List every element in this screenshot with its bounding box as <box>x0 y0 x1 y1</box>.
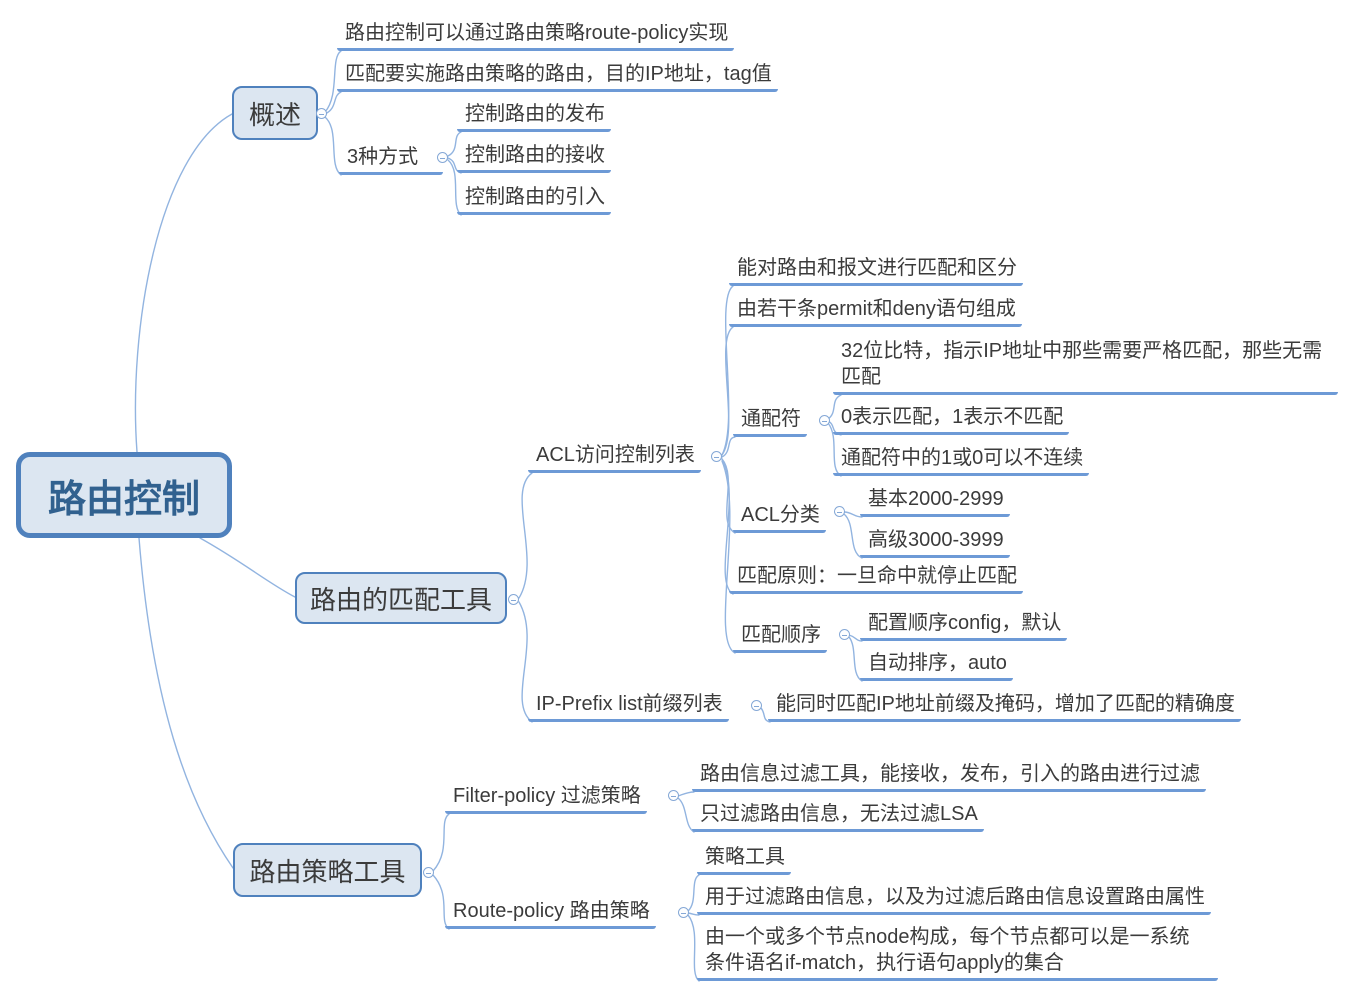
root-node-route-control[interactable]: 路由控制 <box>16 452 232 538</box>
collapse-icon[interactable] <box>819 415 830 426</box>
topic-way-import[interactable]: 控制路由的引入 <box>457 184 611 215</box>
topic-overview-point1[interactable]: 路由控制可以通过路由策略route-policy实现 <box>337 20 735 51</box>
collapse-icon[interactable] <box>839 629 850 640</box>
topic-acl-point2[interactable]: 由若干条permit和deny语句组成 <box>729 296 1022 327</box>
topic-ip-prefix-point1[interactable]: 能同时匹配IP地址前缀及掩码，增加了匹配的精确度 <box>768 691 1241 722</box>
topic-acl-title[interactable]: ACL访问控制列表 <box>528 442 701 473</box>
topic-way-publish[interactable]: 控制路由的发布 <box>457 101 611 132</box>
collapse-icon[interactable] <box>834 506 845 517</box>
topic-filter-policy-title[interactable]: Filter-policy 过滤策略 <box>445 783 647 814</box>
topic-overview-point2[interactable]: 匹配要实施路由策略的路由，目的IP地址，tag值 <box>337 61 778 92</box>
collapse-icon[interactable] <box>711 451 722 462</box>
topic-acl-point1[interactable]: 能对路由和报文进行匹配和区分 <box>729 255 1023 286</box>
branch-node-matching-tools[interactable]: 路由的匹配工具 <box>295 572 507 624</box>
topic-wildcard-point2[interactable]: 0表示匹配，1表示不匹配 <box>833 404 1070 435</box>
topic-wildcard-title[interactable]: 通配符 <box>733 406 807 437</box>
topic-wildcard-point1[interactable]: 32位比特，指示IP地址中那些需要严格匹配，那些无需 匹配 <box>833 338 1338 395</box>
topic-way-receive[interactable]: 控制路由的接收 <box>457 142 611 173</box>
collapse-icon[interactable] <box>668 790 679 801</box>
topic-ip-prefix-title[interactable]: IP-Prefix list前缀列表 <box>528 691 729 722</box>
topic-filter-policy-point1[interactable]: 路由信息过滤工具，能接收，发布，引入的路由进行过滤 <box>692 761 1206 792</box>
collapse-icon[interactable] <box>437 152 448 163</box>
branch-node-overview[interactable]: 概述 <box>232 86 318 140</box>
branch-node-policy-tools[interactable]: 路由策略工具 <box>233 843 422 897</box>
topic-route-policy-point3[interactable]: 由一个或多个节点node构成，每个节点都可以是一系统 条件语名if-match，… <box>697 924 1218 981</box>
topic-match-order[interactable]: 匹配顺序 <box>733 622 827 653</box>
topic-route-policy-point1[interactable]: 策略工具 <box>697 844 791 875</box>
topic-route-policy-point2[interactable]: 用于过滤路由信息，以及为过滤后路由信息设置路由属性 <box>697 884 1211 915</box>
topic-wildcard-point3[interactable]: 通配符中的1或0可以不连续 <box>833 445 1090 476</box>
topic-filter-policy-point2[interactable]: 只过滤路由信息，无法过滤LSA <box>692 801 984 832</box>
collapse-icon[interactable] <box>316 108 327 119</box>
collapse-icon[interactable] <box>423 867 434 878</box>
topic-acl-categories[interactable]: ACL分类 <box>733 502 826 533</box>
collapse-icon[interactable] <box>508 594 519 605</box>
topic-order-auto[interactable]: 自动排序，auto <box>860 650 1013 681</box>
collapse-icon[interactable] <box>678 907 689 918</box>
topic-order-config[interactable]: 配置顺序config，默认 <box>860 610 1068 641</box>
topic-acl-advanced[interactable]: 高级3000-3999 <box>860 527 1010 558</box>
topic-three-ways[interactable]: 3种方式 <box>339 144 443 175</box>
topic-acl-basic[interactable]: 基本2000-2999 <box>860 486 1010 517</box>
topic-acl-match-rule[interactable]: 匹配原则：一旦命中就停止匹配 <box>729 563 1023 594</box>
collapse-icon[interactable] <box>751 700 762 711</box>
topic-route-policy-title[interactable]: Route-policy 路由策略 <box>445 898 656 929</box>
